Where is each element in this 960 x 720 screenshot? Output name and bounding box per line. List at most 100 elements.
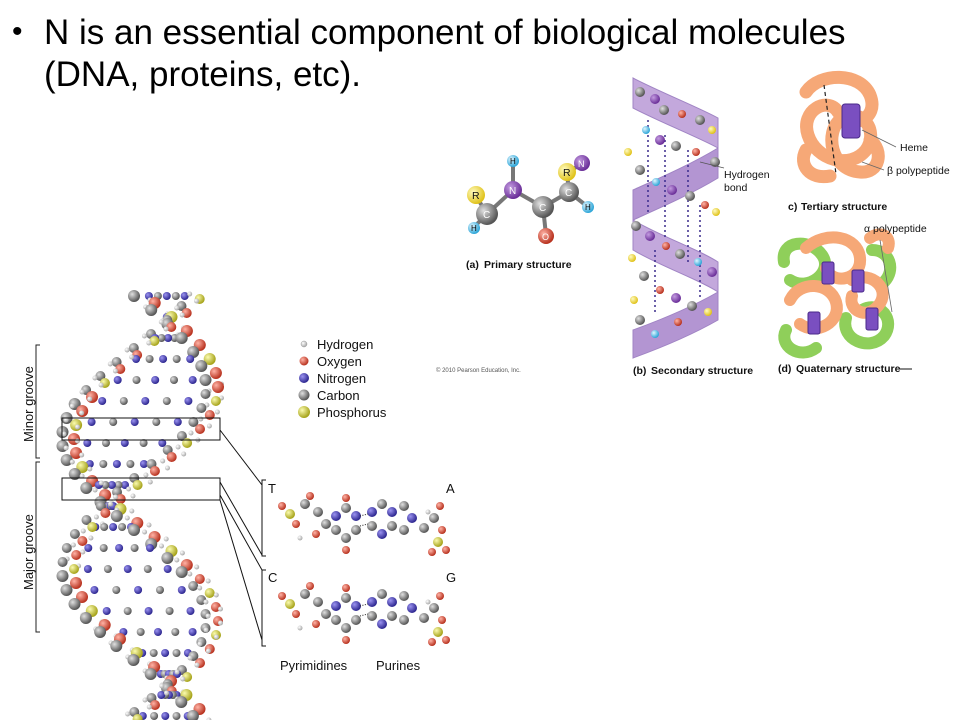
atom-sphere (166, 452, 177, 462)
atom-sphere (188, 376, 197, 384)
atom-sphere (200, 389, 211, 399)
svg-text:Phosphorus: Phosphorus (317, 405, 387, 420)
atom-sphere (331, 525, 341, 535)
atom-sphere (209, 367, 222, 379)
atom-sphere (87, 522, 98, 532)
helix-atoms (624, 87, 720, 338)
atom-sphere (377, 499, 387, 509)
atom-sphere (141, 397, 150, 405)
atom-sphere (367, 597, 377, 607)
atom-sphere (377, 619, 387, 629)
atom-sphere (70, 577, 82, 589)
atom-sphere (306, 582, 314, 590)
atom-sphere (113, 494, 118, 500)
atom-sphere (159, 355, 168, 363)
panel-d-quaternary-structure: α polypeptide (d) Quaternary structure (777, 223, 927, 375)
atom-sphere (429, 603, 439, 613)
atom-sphere (79, 612, 92, 624)
hydrogen-bond-line (359, 603, 369, 607)
svg-text:Nitrogen: Nitrogen (317, 371, 366, 386)
pyrimidines-label: Pyrimidines (280, 658, 348, 673)
atom-sphere (425, 599, 431, 605)
atom-sphere (146, 522, 152, 528)
atom-sphere (79, 452, 85, 458)
atom-sphere (205, 648, 211, 654)
svg-text:O: O (542, 232, 549, 242)
atom-sphere (179, 550, 185, 556)
atom-sphere (79, 473, 85, 479)
atom-sphere (172, 712, 181, 720)
atom-sphere (377, 589, 387, 599)
atom-sphere (177, 586, 186, 594)
atom-sphere (139, 439, 148, 447)
atom-sphere (92, 375, 98, 381)
atom-sphere (71, 550, 82, 560)
atom-sphere (180, 676, 186, 682)
atom-sphere (321, 519, 331, 529)
atom-sphere (146, 544, 154, 552)
beta-polypeptide-label: β polypeptide (887, 165, 950, 177)
atom-sphere (126, 460, 135, 468)
panel-d-caption-letter: (d) (778, 363, 791, 375)
atom-sphere (144, 607, 153, 615)
atom-sphere (342, 494, 350, 502)
atom-sphere (98, 397, 107, 405)
atom-sphere (292, 520, 300, 528)
atom-sphere (377, 529, 387, 539)
hydrogen-bond-line (359, 613, 369, 617)
atom-sphere (120, 439, 129, 447)
atom-sphere (351, 601, 361, 611)
atom-sphere (195, 360, 208, 372)
atom-sphere (342, 584, 350, 592)
atom-sphere (331, 615, 341, 625)
atom-sphere (187, 655, 193, 661)
dna-figure: Minor groove Major groove Hydrogen (21, 290, 456, 720)
atom-sphere (109, 418, 118, 426)
atom-sphere (69, 564, 79, 574)
copyright-text: © 2010 Pearson Education, Inc. (436, 367, 521, 374)
atom-sphere (165, 465, 170, 471)
atom-sphere (179, 312, 185, 318)
atom-sphere (60, 454, 73, 466)
tertiary-chain (797, 70, 885, 184)
atom-sphere (212, 381, 224, 393)
beta-leader (861, 161, 885, 171)
atom-sphere (68, 598, 81, 610)
base-pair-1 (278, 492, 450, 556)
atom-sphere (205, 613, 211, 619)
atom-sphere (157, 334, 166, 342)
atom-sphere (136, 628, 145, 636)
atom-sphere (203, 353, 216, 365)
svg-text:N: N (578, 159, 585, 169)
panel-d-caption: Quaternary structure (796, 363, 901, 375)
atom-sphere (127, 654, 140, 666)
atom-h3: H (582, 201, 594, 213)
atom-sphere (143, 472, 149, 478)
atom-sphere (61, 543, 72, 553)
atom-sphere (129, 354, 135, 360)
atom-o1: O (538, 228, 554, 244)
atom-sphere (84, 544, 93, 552)
atom-sphere (161, 649, 170, 657)
atom-sphere (387, 507, 397, 517)
atom-sphere (92, 487, 98, 493)
panel-c-tertiary-structure: Heme β polypeptide c) Tertiary structure (788, 70, 950, 213)
legend-hydrogen: Hydrogen (300, 337, 373, 352)
pair-brackets (261, 479, 266, 647)
atom-sphere (76, 461, 89, 473)
panel-c-caption: Tertiary structure (801, 201, 887, 213)
atom-sphere (159, 683, 165, 689)
atom-sphere (367, 507, 377, 517)
panel-b-caption-letter: (b) (633, 365, 646, 377)
atom-sphere (80, 482, 93, 494)
svg-text:R: R (563, 167, 571, 179)
atom-sphere (342, 546, 350, 554)
atom-sphere (164, 690, 169, 696)
atom-sphere (170, 376, 178, 384)
atom-sphere (142, 697, 148, 703)
atom-sphere (134, 586, 143, 594)
atom-sphere (213, 634, 219, 640)
atom-sphere (433, 627, 443, 637)
atom-sphere (399, 501, 409, 511)
atom-sphere (123, 607, 132, 615)
